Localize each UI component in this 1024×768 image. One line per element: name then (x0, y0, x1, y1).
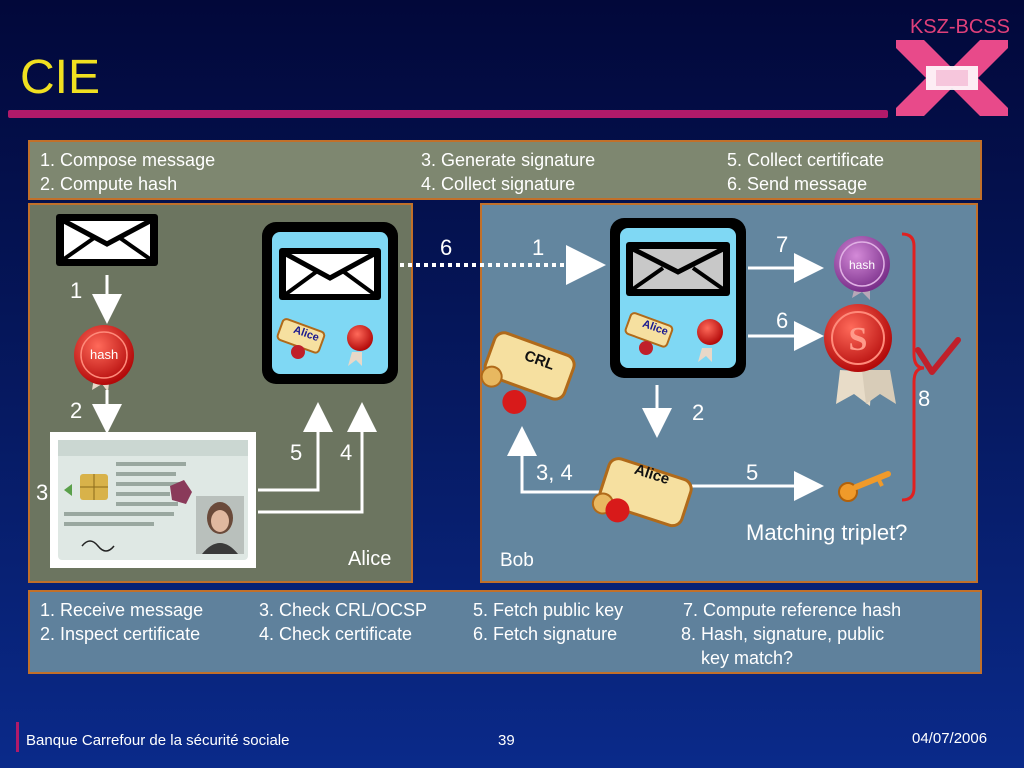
alice-step-1: 1 (70, 278, 83, 303)
bob-step-2: 2 (692, 400, 705, 425)
footer-date: 04/07/2006 (912, 730, 988, 747)
checkmark-icon (915, 337, 961, 375)
step-collect-certificate: 5. Collect certificate (727, 150, 885, 170)
bob-step-3-4: 3, 4 (536, 460, 573, 485)
alice-hash-label: hash (90, 347, 119, 362)
bob-panel-label: Bob (500, 550, 534, 571)
step-inspect-certificate: 2. Inspect certificate (40, 624, 201, 644)
footer-accent (16, 722, 19, 752)
title-divider (8, 110, 888, 118)
crl-scroll-icon (480, 331, 576, 414)
matching-triplet-question: Matching triplet? (746, 520, 908, 545)
page-title: CIE (20, 51, 101, 104)
alice-certificate-icon (591, 457, 693, 528)
bob-step-6: 6 (776, 308, 789, 333)
bob-step-7: 7 (776, 232, 789, 257)
alice-signed-message-icon (262, 222, 398, 384)
public-key-icon (838, 471, 891, 502)
page-number: 39 (498, 732, 515, 749)
step-check-crl: 3. Check CRL/OCSP (259, 600, 428, 620)
step-compute-hash: 2. Compute hash (40, 174, 178, 194)
step-compute-reference-hash: 7. Compute reference hash (683, 600, 902, 620)
step-receive-message: 1. Receive message (40, 600, 204, 620)
svg-text:S: S (849, 321, 868, 358)
step-compose-message: 1. Compose message (40, 150, 216, 170)
id-card-image (50, 432, 256, 568)
step-fetch-signature: 6. Fetch signature (473, 624, 618, 644)
verify-steps-panel: 1. Receive message 2. Inspect certificat… (28, 590, 982, 674)
matching-bracket (901, 232, 925, 502)
alice-step-3: 3 (36, 480, 49, 505)
footer-organization: Banque Carrefour de la sécurité sociale (26, 732, 290, 749)
step-check-certificate: 4. Check certificate (259, 624, 413, 644)
bob-step-5: 5 (746, 460, 759, 485)
bob-signature-seal-icon: S (824, 304, 896, 406)
compose-steps-panel: 1. Compose message 2. Compute hash 3. Ge… (28, 140, 982, 200)
bob-step-1: 1 (532, 235, 545, 260)
step-generate-signature: 3. Generate signature (421, 150, 596, 170)
logo-text: KSZ-BCSS (909, 16, 1010, 38)
step-match-check: 8. Hash, signature, public (681, 624, 885, 644)
step-send-message: 6. Send message (727, 174, 868, 194)
step-fetch-public-key: 5. Fetch public key (473, 600, 624, 620)
bob-received-message-icon (610, 218, 746, 378)
step-collect-signature: 4. Collect signature (421, 174, 576, 194)
alice-step-4: 4 (340, 440, 353, 465)
bob-step-8: 8 (918, 386, 931, 411)
alice-envelope-icon (56, 214, 158, 266)
bob-hash-seal-icon (834, 236, 890, 300)
alice-hash-seal-icon (74, 325, 134, 392)
alice-panel-label: Alice (348, 548, 392, 570)
alice-step-2: 2 (70, 398, 83, 423)
send-step-6: 6 (440, 235, 453, 260)
alice-step-5: 5 (290, 440, 303, 465)
bob-hash-label: hash (849, 258, 876, 272)
step-match-check-cont: key match? (681, 648, 794, 668)
